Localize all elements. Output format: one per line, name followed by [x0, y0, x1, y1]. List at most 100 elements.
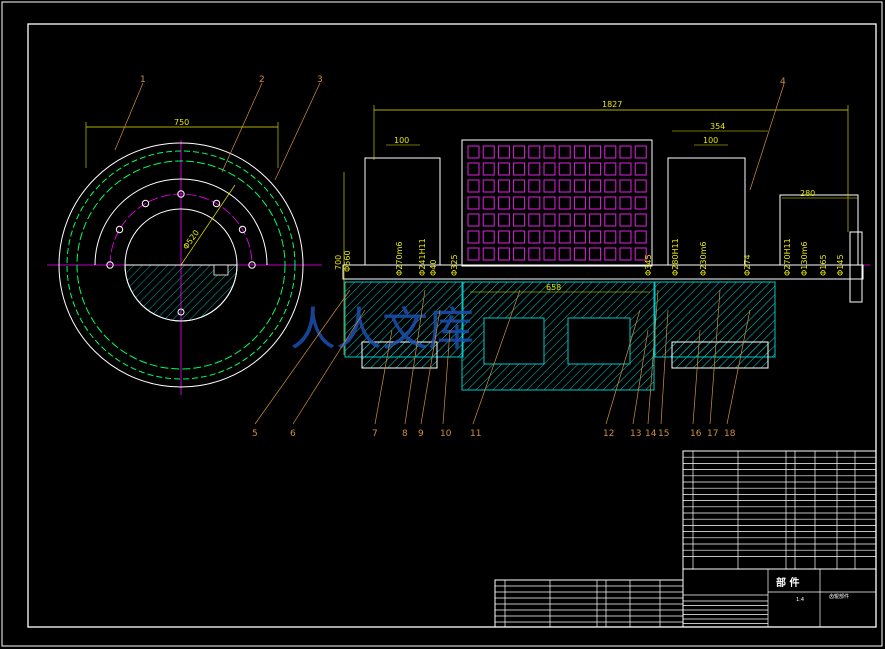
- parts-list: [682, 450, 877, 570]
- tooth: [543, 230, 556, 244]
- tooth: [513, 230, 526, 244]
- keyway: [213, 264, 229, 276]
- tooth: [589, 247, 602, 261]
- balloon-label: 2: [259, 75, 265, 85]
- shaft-flange: [849, 231, 863, 303]
- leader-line: [647, 289, 659, 425]
- left-housing-top: [364, 157, 441, 266]
- tooth: [467, 230, 480, 244]
- roller-body: [461, 139, 653, 267]
- tooth: [497, 179, 510, 193]
- tooth: [558, 162, 571, 176]
- tooth-circle-outer: [66, 150, 296, 380]
- diameter-dim: Φ560: [343, 250, 352, 272]
- leader-line: [254, 289, 351, 425]
- tooth: [634, 213, 647, 227]
- right-bearing-base: [671, 341, 769, 369]
- bolt-hole: [212, 199, 221, 208]
- bolt-hole: [177, 308, 185, 316]
- right-housing-dim: 354: [710, 122, 725, 131]
- leader-line: [605, 309, 641, 425]
- tooth: [619, 179, 632, 193]
- tooth: [558, 179, 571, 193]
- balloon-label: 9: [418, 429, 424, 439]
- tooth: [482, 213, 495, 227]
- tooth: [528, 196, 541, 210]
- tooth: [589, 179, 602, 193]
- diameter-dim: Φ230m6: [699, 242, 708, 276]
- roller-cavity-left: [483, 317, 545, 365]
- tooth: [482, 179, 495, 193]
- balloon-label: 11: [470, 429, 481, 439]
- leader-line: [114, 82, 144, 151]
- leader-line: [221, 82, 263, 173]
- tooth: [482, 230, 495, 244]
- shaft-extension-dim: 280: [800, 189, 815, 198]
- tooth: [589, 213, 602, 227]
- tooth: [634, 247, 647, 261]
- tooth: [497, 230, 510, 244]
- tooth: [558, 213, 571, 227]
- width-dim: 750: [174, 118, 189, 127]
- diameter-dim: Φ345: [644, 254, 653, 276]
- leader-line: [420, 309, 441, 425]
- tooth: [619, 230, 632, 244]
- balloon-label: 10: [440, 429, 452, 439]
- parts-list-lower: [494, 579, 684, 628]
- roller-cavity-right: [567, 317, 631, 365]
- shaft: [342, 264, 864, 280]
- tooth: [543, 213, 556, 227]
- tooth: [619, 162, 632, 176]
- tooth: [573, 179, 586, 193]
- diameter-dim: Φ241H11: [418, 238, 427, 276]
- balloon-label: 1: [140, 75, 146, 85]
- roller-teeth: [467, 145, 647, 261]
- tooth: [497, 145, 510, 159]
- bolt-hole: [141, 199, 150, 208]
- tooth: [634, 230, 647, 244]
- tooth: [513, 162, 526, 176]
- balloon-label: 8: [402, 429, 408, 439]
- tooth: [528, 213, 541, 227]
- tooth: [467, 179, 480, 193]
- tooth: [619, 213, 632, 227]
- tooth: [604, 162, 617, 176]
- tooth: [604, 247, 617, 261]
- leader-line: [726, 309, 751, 425]
- tooth: [513, 179, 526, 193]
- balloon-label: 7: [372, 429, 378, 439]
- tooth: [467, 213, 480, 227]
- watermark: 人人文库: [290, 302, 474, 356]
- leader-line: [442, 329, 451, 425]
- tooth: [543, 196, 556, 210]
- right-housing-top: [667, 157, 746, 266]
- leader-line: [692, 329, 701, 425]
- center-span-dim: 658: [546, 283, 561, 292]
- balloon-label: 6: [290, 429, 296, 439]
- tooth: [589, 230, 602, 244]
- tooth: [573, 230, 586, 244]
- tooth: [467, 247, 480, 261]
- tooth: [573, 247, 586, 261]
- balloon-label: 13: [630, 429, 641, 439]
- leader-line: [472, 289, 521, 425]
- inner-frame: [27, 23, 877, 628]
- outer-rim: [58, 142, 304, 388]
- diameter-dim: Φ325: [450, 254, 459, 276]
- tooth: [558, 230, 571, 244]
- diameter-dim: Φ280H11: [671, 238, 680, 276]
- tooth: [497, 162, 510, 176]
- left-hub-dim: 100: [394, 136, 409, 145]
- balloon-label: 12: [603, 429, 614, 439]
- tooth: [482, 196, 495, 210]
- tooth: [634, 145, 647, 159]
- balloon-label: 18: [724, 429, 736, 439]
- balloon-label: 16: [690, 429, 702, 439]
- balloon-label: 3: [317, 75, 323, 85]
- leader-line: [292, 309, 366, 425]
- height-dim: 700: [334, 255, 343, 270]
- tooth: [513, 247, 526, 261]
- overall-length-dim: 1827: [602, 100, 622, 109]
